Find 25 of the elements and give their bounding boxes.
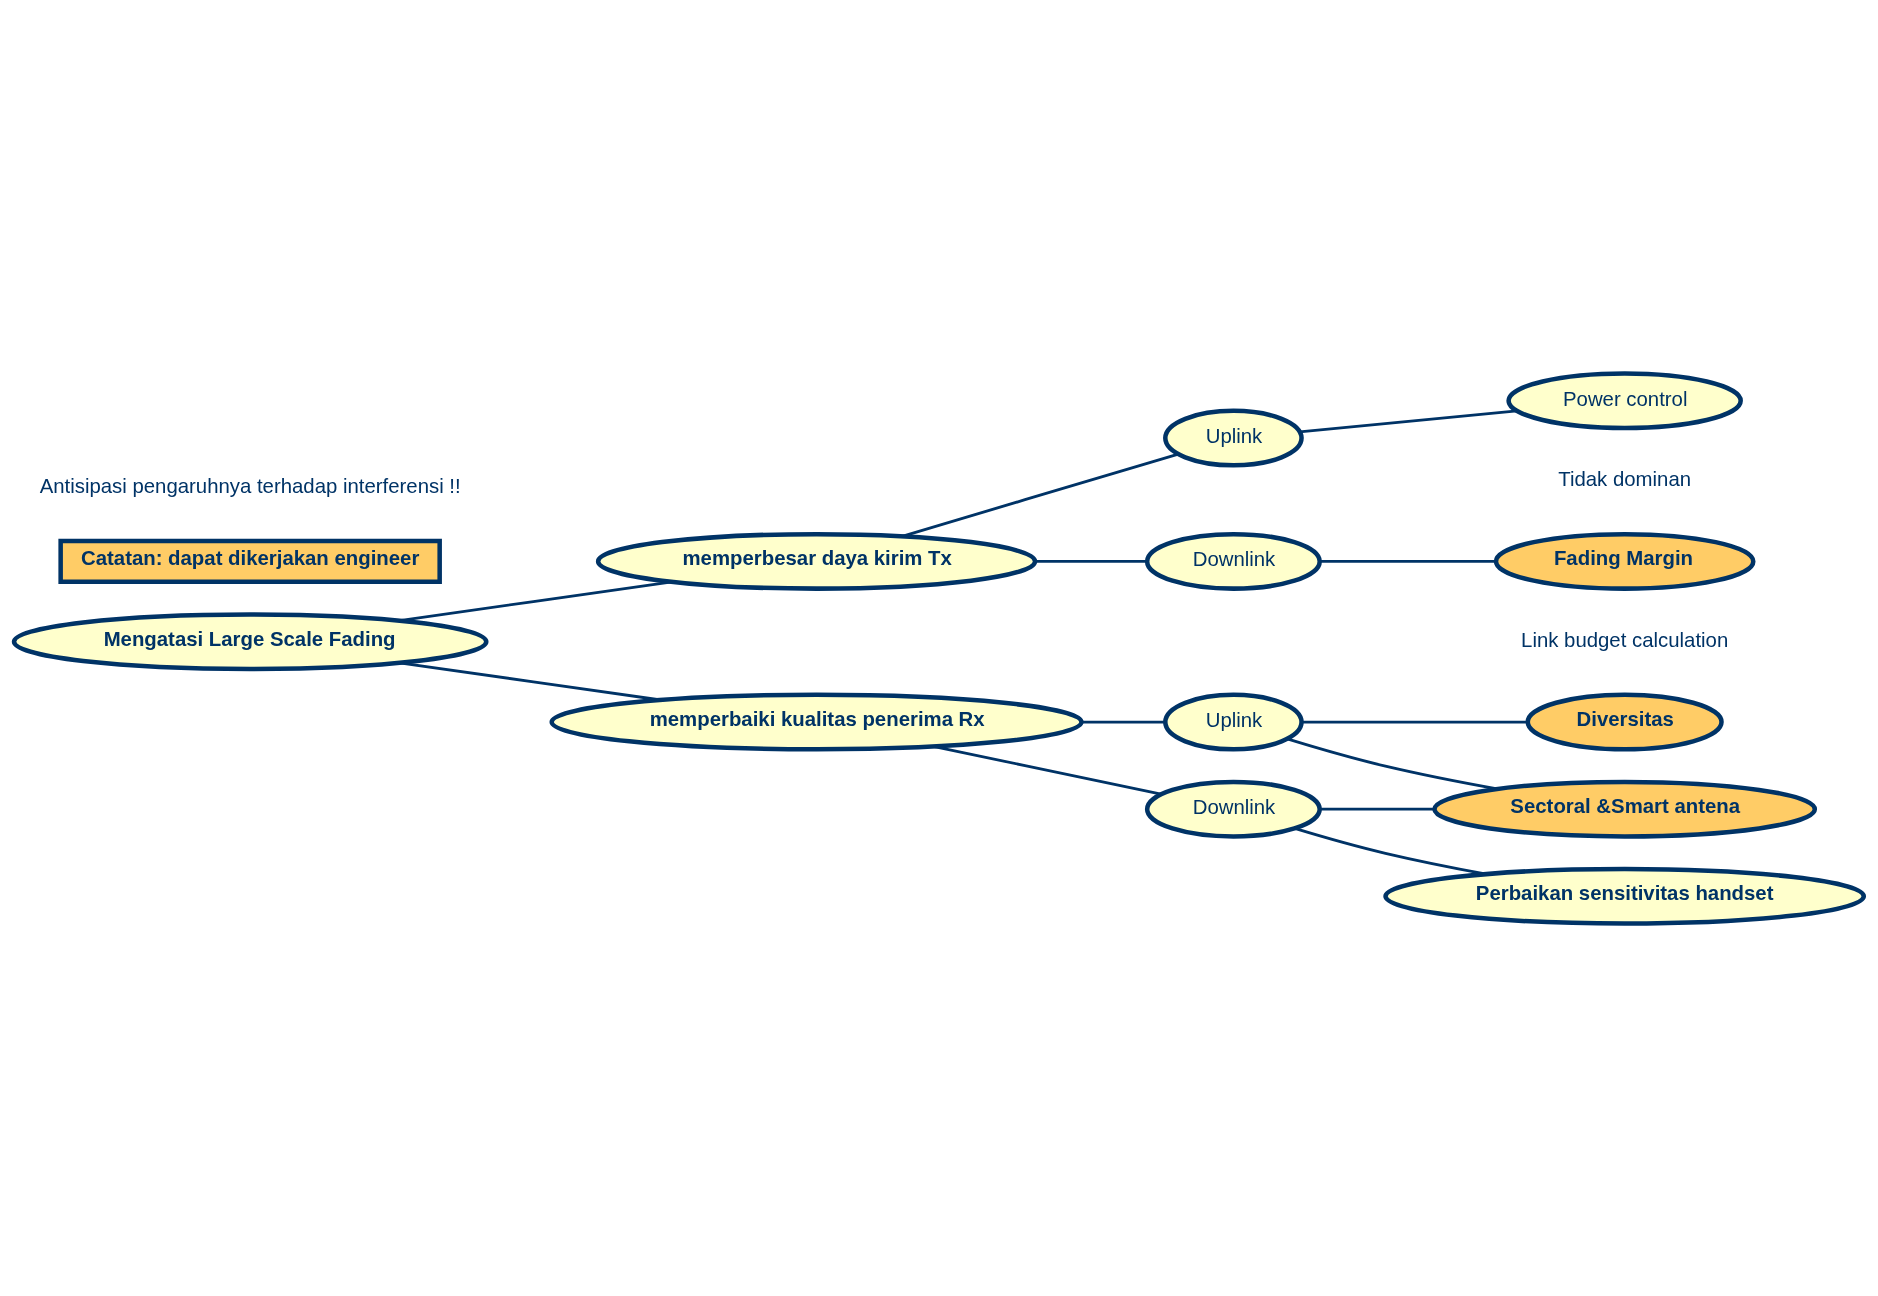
node-label: Tidak dominan bbox=[1558, 467, 1692, 490]
connector bbox=[1319, 559, 1496, 563]
node-ellipse: Downlink bbox=[1144, 531, 1322, 591]
connector bbox=[1301, 720, 1528, 723]
connector bbox=[901, 452, 1179, 538]
connector bbox=[399, 579, 673, 622]
node-ellipse: memperbaiki kualitas penerima Rx bbox=[549, 692, 1084, 752]
label: Antisipasi pengaruhnya terhadap interferensi !! bbox=[39, 474, 461, 497]
connector bbox=[1035, 559, 1147, 563]
node-ellipse: Diversitas bbox=[1525, 692, 1724, 752]
connector bbox=[1081, 720, 1166, 723]
node-ellipse: Downlink bbox=[1144, 779, 1322, 839]
node-ellipse: Uplink bbox=[1163, 692, 1304, 752]
node-ellipse: Perbaikan sensitivitas handset bbox=[1383, 866, 1867, 926]
node-ellipse: memperbesar daya kirim Tx bbox=[595, 531, 1038, 591]
node-ellipse: Uplink bbox=[1163, 408, 1304, 468]
node-ellipse: Fading Margin bbox=[1493, 531, 1756, 591]
node-label: Link budget calculation bbox=[1521, 628, 1729, 651]
node-ellipse: Mengatasi Large Scale Fading bbox=[11, 611, 489, 671]
connector bbox=[1299, 409, 1518, 433]
node-ellipse: Power control bbox=[1506, 370, 1743, 430]
connector bbox=[1286, 737, 1498, 790]
connector bbox=[1319, 807, 1434, 811]
node-ellipse: Sectoral &Smart antena bbox=[1432, 779, 1818, 839]
node-box: Catatan: dapat dikerjakan engineer bbox=[58, 538, 442, 584]
